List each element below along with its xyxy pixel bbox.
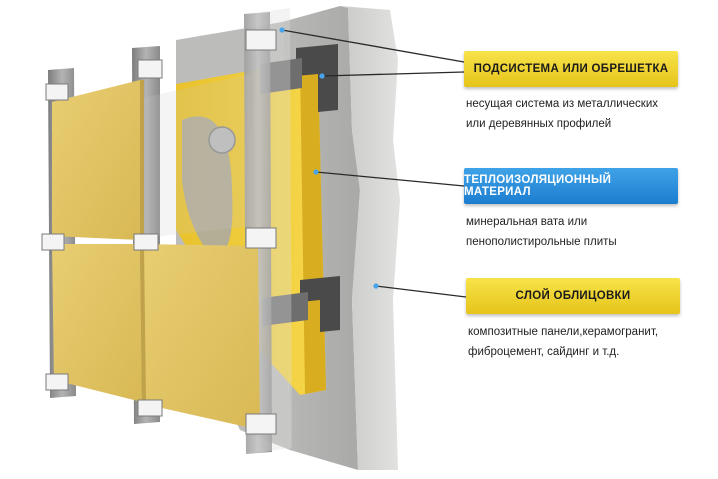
callout-subsystem: ПОДСИСТЕМА ИЛИ ОБРЕШЕТКА [464,51,678,87]
description-line: пенополистирольные плиты [466,236,617,248]
description-line: минеральная вата или [466,216,588,228]
description-line: несущая система из металлических [466,98,659,110]
leader-points [279,27,379,289]
anchor-washer-icon [208,126,236,154]
leader-line-subsystem-a [281,29,465,63]
description-subsystem: несущая система из металлических или дер… [466,94,658,134]
description-cladding: композитные панели,керамогранит, фиброце… [468,322,658,362]
leader-line-subsystem-b [321,71,465,77]
leader-line-cladding [375,285,467,298]
wall-brackets [260,44,340,332]
callout-insulation: ТЕПЛОИЗОЛЯЦИОННЫЙ МАТЕРИАЛ [464,168,678,204]
cladding-panels [52,74,260,430]
callout-cladding: СЛОЙ ОБЛИЦОВКИ [466,278,680,314]
description-line: композитные панели,керамогранит, [468,326,659,338]
leader-lines [281,29,467,298]
description-insulation: минеральная вата или пенополистирольные … [466,212,617,252]
description-line: или деревянных профилей [466,118,612,130]
leader-line-insulation [315,171,465,187]
description-line: фиброцемент, сайдинг и т.д. [468,346,620,358]
fastening-clips [41,29,277,435]
